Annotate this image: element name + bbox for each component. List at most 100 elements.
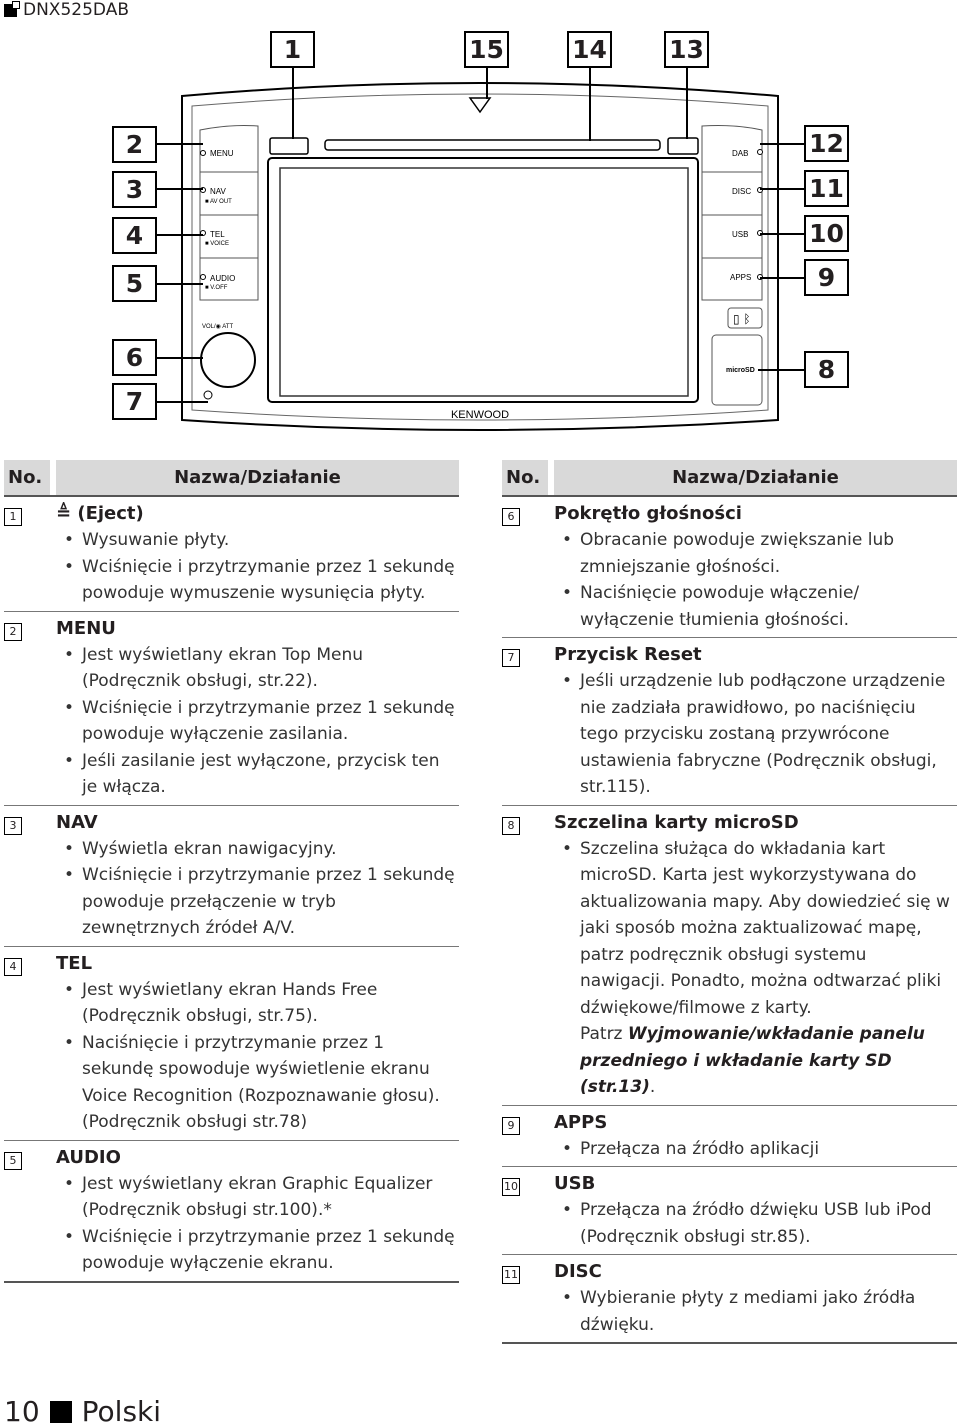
bullet-item: • Przełącza na źródło dźwięku USB lub iPo… [554, 1197, 957, 1250]
table-row: 9 APPS •Przełącza na źródło aplikacji [502, 1106, 957, 1167]
voff-label: ■ V.OFF [205, 285, 228, 291]
bullet-icon: • [561, 530, 573, 550]
callout-6: 6 [112, 339, 157, 376]
item-title: APPS [554, 1111, 608, 1133]
bullet-item: •Jest wyświetlany ekran Graphic Equalize… [56, 1171, 459, 1224]
bullet-item: •Wciśnięcie i przytrzymanie przez 1 seku… [56, 1224, 459, 1277]
item-number: 8 [502, 816, 520, 835]
reference-text: Patrz Wyjmowanie/wkładanie panelu przedn… [554, 1021, 957, 1101]
audio-key-label: AUDIO [210, 274, 235, 283]
bullet-item: •Przełącza na źródło aplikacji [554, 1136, 957, 1163]
bullet-item: •Jest wyświetlany ekran Top Menu (Podręc… [56, 642, 459, 695]
item-number: 3 [4, 816, 22, 835]
bullet-text: Wyświetla ekran nawigacyjny. [82, 838, 337, 859]
callout-13: 13 [664, 31, 709, 68]
bullet-icon: • [63, 1226, 75, 1247]
bullet-text: Jest wyświetlany ekran Hands Free (Podrę… [82, 979, 378, 1027]
item-number: 7 [502, 649, 520, 667]
reference-link[interactable]: Wyjmowanie/wkładanie panelu przedniego i… [580, 1024, 925, 1097]
item-number: 9 [502, 1116, 520, 1135]
table-row: 10 USB • Przełącza na źródło dźwięku USB lu… [502, 1167, 957, 1255]
item-title: Szczelina karty microSD [554, 811, 799, 833]
brand-logo: KENWOOD [451, 409, 509, 421]
vol-label: VOL/◉ ATT [202, 324, 233, 330]
table-row: 1≜ (Eject)•Wysuwanie płyty.•Wciśnięcie i… [4, 497, 459, 612]
callout-11: 11 [804, 170, 849, 207]
header-name: Nazwa/Działanie [554, 460, 957, 495]
bullet-item: • Naciśnięcie powoduje włączenie/ wyłącze… [554, 580, 957, 633]
bullet-text: Obracanie powoduje zwiększanie lub zmnie… [580, 530, 895, 577]
bluetooth-icon: ▯ ᛒ [733, 312, 751, 326]
microsd-label: microSD [726, 367, 755, 374]
header-no: No. [4, 460, 50, 495]
bullet-icon: • [561, 583, 573, 603]
table-row: 8 Szczelina karty microSD • Szczelina służą… [502, 806, 957, 1106]
header-no: No. [502, 460, 548, 495]
bullet-item: • Jest wyświetlany ekran Hands Free (Podr… [56, 977, 459, 1030]
bullet-text: Jeśli zasilanie jest wyłączone, przycisk… [82, 750, 440, 798]
bullet-icon: • [63, 697, 75, 718]
bullet-text: Naciśnięcie powoduje włączenie/ wyłączen… [580, 583, 860, 630]
item-number: 11 [502, 1266, 520, 1284]
device-illustration: MENU NAV ■ AV OUT TEL ■ VOICE AUDIO ■ V.… [181, 82, 779, 431]
callout-1: 1 [270, 31, 315, 68]
callout-8: 8 [804, 351, 849, 388]
footer-square-icon [49, 1400, 72, 1423]
item-title: NAV [56, 811, 98, 833]
item-title: Przycisk Reset [554, 644, 702, 665]
callout-14: 14 [567, 31, 612, 68]
bullet-item: •Jeśli zasilanie jest wyłączone, przycis… [56, 748, 459, 801]
bullet-text: Wybieranie płyty z mediami jako źródła d… [580, 1288, 916, 1335]
callout-3: 3 [112, 171, 157, 208]
voice-label: ■ VOICE [205, 241, 229, 247]
bullet-icon: • [561, 1138, 573, 1159]
bullet-text: Szczelina służąca do wkładania kart micr… [580, 838, 950, 1018]
av-out-label: ■ AV OUT [205, 199, 232, 205]
bullet-icon: • [63, 865, 75, 885]
bullet-item: • Szczelina służąca do wkładania kart mic… [554, 836, 957, 1022]
item-title: MENU [56, 617, 116, 639]
bullet-icon: • [63, 979, 75, 1000]
page-number: 10 [4, 1395, 40, 1428]
callout-2: 2 [112, 126, 157, 163]
bullet-text: Jest wyświetlany ekran Top Menu (Podręcz… [82, 644, 364, 692]
bullet-icon: • [63, 556, 75, 577]
footer-language: Polski [81, 1395, 162, 1428]
bullet-icon: • [561, 1288, 573, 1308]
dab-key-label: DAB [732, 149, 748, 158]
callout-10: 10 [804, 215, 849, 252]
callout-9: 9 [804, 259, 849, 296]
bullet-item: •Wciśnięcie i przytrzymanie przez 1 seku… [56, 695, 459, 748]
bullet-text: Wysuwanie płyty. [82, 530, 230, 550]
item-number: 6 [502, 508, 520, 526]
bullet-icon: • [63, 530, 75, 550]
disc-key-label: DISC [732, 187, 751, 196]
item-number: 2 [4, 622, 22, 641]
bullet-icon: • [63, 1032, 75, 1053]
bullet-icon: • [561, 671, 573, 691]
bullet-icon: • [561, 1200, 573, 1220]
item-title: AUDIO [56, 1146, 121, 1168]
bullet-item: • Wybieranie płyty z mediami jako źródła … [554, 1285, 957, 1338]
reference-prefix: Patrz [580, 1024, 628, 1044]
page-footer: 10 Polski [4, 1395, 161, 1428]
bullet-item: •Wciśnięcie i przytrzymanie przez 1 seku… [56, 554, 459, 607]
bullet-item: •Jeśli urządzenie lub podłączone urządze… [554, 668, 957, 801]
table-row: 7 Przycisk Reset •Jeśli urządzenie lub pod… [502, 638, 957, 806]
page-marker-icon [4, 0, 20, 17]
bullet-item: •Naciśnięcie i przytrzymanie przez 1 sek… [56, 1030, 459, 1136]
bullet-icon: • [561, 838, 573, 859]
item-number: 4 [4, 957, 22, 976]
header-name: Nazwa/Działanie [56, 460, 459, 495]
item-number: 10 [502, 1178, 520, 1196]
bullet-text: Przełącza na źródło dźwięku USB lub iPod… [580, 1200, 932, 1247]
callout-4: 4 [112, 217, 157, 254]
item-title: USB [554, 1173, 596, 1194]
item-number: 1 [4, 508, 22, 526]
